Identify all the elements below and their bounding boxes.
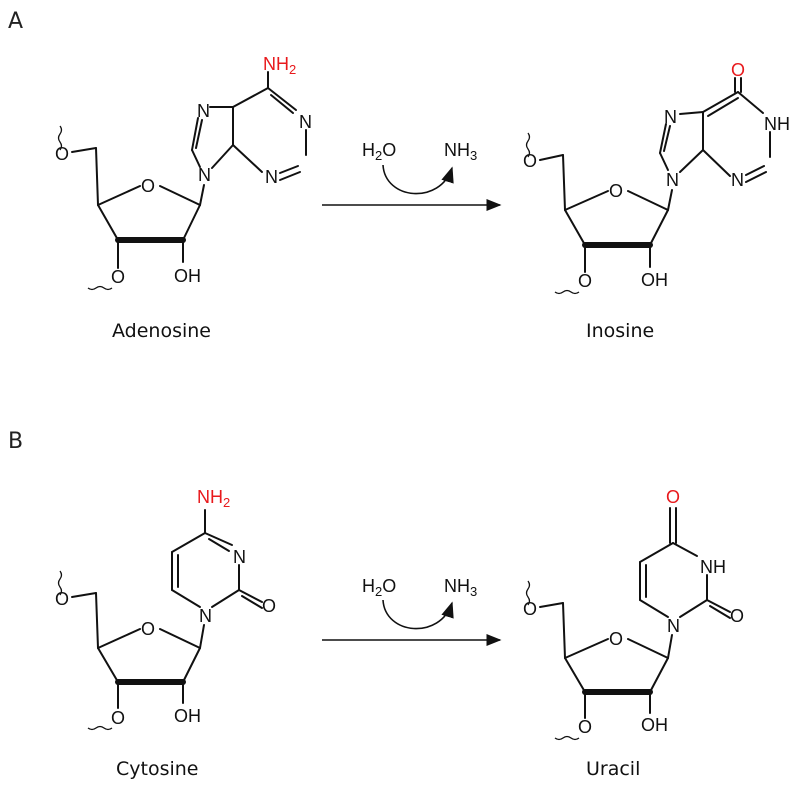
cytosine-ring-o: O bbox=[141, 619, 155, 639]
adenosine-o5: O bbox=[55, 144, 69, 164]
cytosine-label: Cytosine bbox=[116, 758, 199, 780]
inosine-n7: N bbox=[664, 107, 677, 127]
panel-letter-b: B bbox=[8, 429, 23, 454]
inosine-structure bbox=[525, 77, 771, 295]
inosine-n9: N bbox=[666, 170, 679, 190]
adenosine-structure bbox=[57, 71, 307, 291]
uracil-o3: O bbox=[578, 717, 592, 737]
inosine-oxo-group: O bbox=[731, 60, 745, 80]
ammonia-label-a: NH3 bbox=[444, 140, 477, 163]
uracil-n1: N bbox=[667, 616, 680, 636]
uracil-o5: O bbox=[523, 599, 537, 619]
water-label-b: H2O bbox=[362, 576, 396, 599]
inosine-n3: N bbox=[731, 170, 744, 190]
inosine-nh: NH bbox=[764, 114, 790, 134]
cytosine-amino-group: NH2 bbox=[197, 487, 230, 510]
panel-a: A bbox=[8, 9, 790, 342]
adenosine-n7: N bbox=[197, 101, 210, 121]
uracil-ring-o: O bbox=[609, 629, 623, 649]
inosine-o5: O bbox=[523, 151, 537, 171]
adenosine-n9: N bbox=[198, 165, 211, 185]
cytosine-n3: N bbox=[233, 547, 246, 567]
uracil-carbonyl-o: O bbox=[730, 606, 744, 626]
cytosine-o3: O bbox=[111, 708, 125, 728]
inosine-o3: O bbox=[578, 271, 592, 291]
adenosine-n3: N bbox=[265, 167, 278, 187]
cytosine-carbonyl-o: O bbox=[262, 596, 276, 616]
cytosine-o5: O bbox=[55, 589, 69, 609]
adenosine-n1: N bbox=[299, 112, 312, 132]
inosine-label: Inosine bbox=[586, 320, 654, 342]
ammonia-label-b: NH3 bbox=[444, 576, 477, 599]
panel-letter-a: A bbox=[8, 9, 23, 34]
uracil-oh: OH bbox=[641, 715, 668, 735]
reaction-arrow-b bbox=[322, 599, 502, 646]
adenosine-o3: O bbox=[111, 267, 125, 287]
adenosine-label: Adenosine bbox=[112, 320, 211, 342]
water-label-a: H2O bbox=[362, 140, 396, 163]
inosine-oh: OH bbox=[641, 270, 668, 290]
adenosine-oh: OH bbox=[174, 266, 201, 286]
adenosine-amino-group: NH2 bbox=[263, 54, 296, 77]
uracil-oxo-group: O bbox=[666, 487, 680, 507]
inosine-ring-o: O bbox=[609, 181, 623, 201]
adenosine-ring-o: O bbox=[141, 176, 155, 196]
uracil-label: Uracil bbox=[586, 758, 640, 780]
reaction-arrow-a bbox=[322, 164, 502, 211]
cytosine-oh: OH bbox=[174, 706, 201, 726]
uracil-nh: NH bbox=[700, 557, 726, 577]
panel-b: B bbox=[8, 429, 744, 780]
cytosine-n1: N bbox=[199, 606, 212, 626]
cytosine-structure bbox=[57, 509, 263, 731]
uracil-structure bbox=[525, 507, 731, 741]
